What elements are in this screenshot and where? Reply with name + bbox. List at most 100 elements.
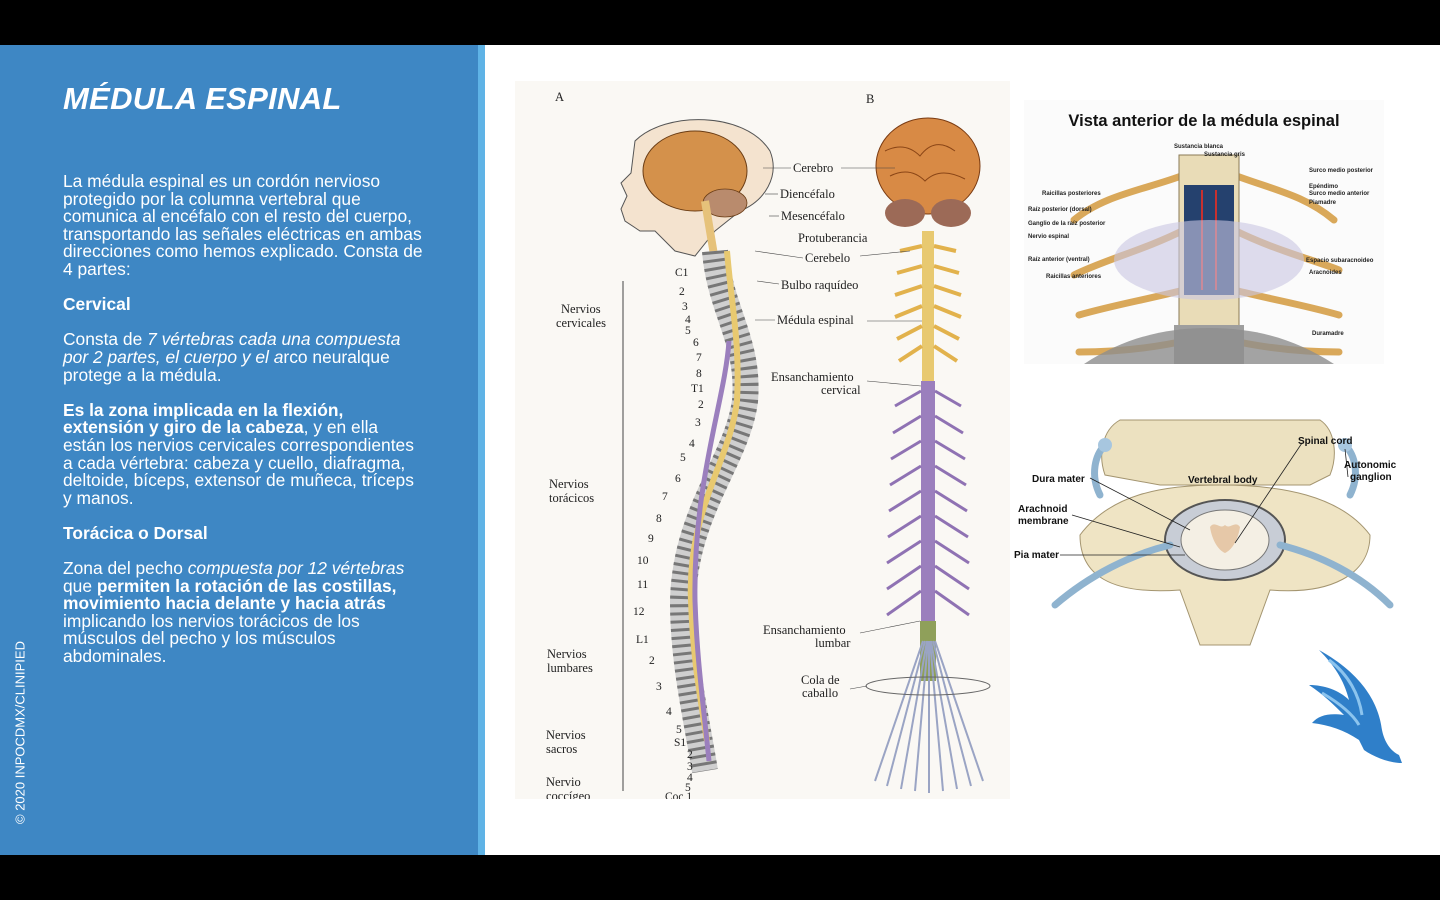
svg-text:Spinal cord: Spinal cord (1298, 436, 1352, 447)
svg-text:torácicos: torácicos (549, 491, 594, 505)
svg-text:11: 11 (637, 579, 648, 591)
svg-text:5: 5 (685, 325, 691, 337)
svg-text:Pia mater: Pia mater (1014, 550, 1059, 561)
region-labels: Nervios cervicales Nervios torácicos Ner… (546, 302, 606, 803)
svg-text:Protuberancia: Protuberancia (798, 231, 868, 245)
svg-text:3: 3 (695, 417, 701, 429)
svg-text:Nervio espinal: Nervio espinal (1028, 234, 1069, 240)
brain-b (875, 117, 981, 227)
slide-body: La médula espinal es un cordón nervioso … (63, 171, 425, 683)
svg-text:2: 2 (687, 749, 693, 761)
svg-text:5: 5 (680, 452, 686, 464)
svg-text:Piamadre: Piamadre (1309, 200, 1337, 206)
svg-text:3: 3 (656, 681, 662, 693)
cervical-paragraph-1: Consta de 7 vértebras cada una compuesta… (63, 329, 401, 385)
anterior-labels: Sustancia blanca Sustancia gris Surco me… (1028, 144, 1374, 337)
svg-text:6: 6 (693, 337, 699, 349)
intro-paragraph: La médula espinal es un cordón nervioso … (63, 171, 423, 279)
svg-text:Coc 1: Coc 1 (665, 791, 692, 799)
svg-text:4: 4 (666, 706, 672, 718)
svg-text:Ensanchamiento: Ensanchamiento (763, 623, 846, 637)
svg-text:8: 8 (696, 368, 702, 380)
svg-text:Arachnoid: Arachnoid (1018, 504, 1067, 515)
svg-text:Raíz posterior (dorsal): Raíz posterior (dorsal) (1028, 207, 1092, 213)
svg-text:Surco medio anterior: Surco medio anterior (1309, 191, 1370, 197)
structure-labels: Cerebro Diencéfalo Mesencéfalo Protubera… (763, 161, 868, 700)
svg-text:6: 6 (675, 473, 681, 485)
copyright-text: © 2020 INPOCDMX/CLINIPIED (12, 641, 28, 824)
svg-text:Mesencéfalo: Mesencéfalo (781, 209, 845, 223)
svg-text:Nervios: Nervios (561, 302, 601, 316)
svg-text:lumbares: lumbares (547, 661, 593, 675)
section-heading-cervical: Cervical (63, 294, 131, 315)
svg-text:7: 7 (662, 491, 668, 503)
nervous-system-illustration: A B (515, 81, 1010, 803)
svg-text:2: 2 (649, 655, 655, 667)
svg-text:Cerebelo: Cerebelo (805, 251, 850, 265)
spinal-column-a (669, 249, 759, 774)
toracica-paragraph: Zona del pecho compuesta por 12 vértebra… (63, 558, 405, 667)
svg-text:lumbar: lumbar (815, 636, 851, 650)
svg-text:cervicales: cervicales (556, 316, 606, 330)
svg-text:Médula espinal: Médula espinal (777, 313, 854, 327)
svg-text:cervical: cervical (821, 383, 861, 397)
svg-text:4: 4 (685, 314, 691, 326)
svg-text:Autonomic: Autonomic (1344, 460, 1397, 471)
svg-text:Cola de: Cola de (801, 673, 840, 687)
svg-text:caballo: caballo (802, 686, 838, 700)
svg-text:3: 3 (682, 301, 688, 313)
svg-text:Nervios: Nervios (546, 728, 586, 742)
svg-text:Surco medio posterior: Surco medio posterior (1309, 168, 1374, 174)
winged-foot-icon (1309, 650, 1402, 763)
svg-text:membrane: membrane (1018, 516, 1069, 527)
vertebra-labels: C1 2 3 4 5 6 7 8 T1 2 3 4 5 6 7 8 9 10 1… (633, 267, 704, 803)
svg-text:7: 7 (696, 352, 702, 364)
panel-b-label: B (866, 92, 874, 106)
svg-text:4: 4 (689, 438, 695, 450)
svg-text:Sustancia gris: Sustancia gris (1204, 152, 1246, 158)
anterior-view-illustration: Vista anterior de la médula espinal Sust… (1024, 100, 1384, 364)
svg-text:12: 12 (633, 606, 645, 618)
svg-text:S1: S1 (674, 737, 686, 749)
svg-text:2: 2 (698, 399, 704, 411)
svg-text:sacros: sacros (546, 742, 577, 756)
cross-section-figure: Spinal cord Autonomic ganglion Dura mate… (1010, 385, 1406, 657)
svg-text:Nervios: Nervios (547, 647, 587, 661)
winged-foot-logo (1304, 645, 1406, 767)
svg-text:Sustancia blanca: Sustancia blanca (1174, 144, 1224, 150)
cervical-paragraph-2: Es la zona implicada en la flexión, exte… (63, 399, 414, 508)
panel-a-label: A (555, 90, 564, 104)
svg-text:C1: C1 (675, 267, 689, 279)
svg-text:ganglion: ganglion (1350, 472, 1392, 483)
nervous-system-figure: A B (515, 81, 1010, 803)
svg-text:4: 4 (687, 772, 693, 784)
svg-text:Raicillas posteriores: Raicillas posteriores (1042, 191, 1101, 197)
svg-text:Dura mater: Dura mater (1032, 474, 1085, 485)
svg-text:Nervio: Nervio (546, 775, 581, 789)
anterior-view-figure: Vista anterior de la médula espinal Sust… (1024, 100, 1384, 364)
accent-strip (478, 45, 485, 855)
section-heading-toracica: Torácica o Dorsal (63, 522, 208, 543)
svg-text:10: 10 (637, 555, 649, 567)
slide-title: MÉDULA ESPINAL (63, 81, 342, 116)
svg-text:Espacio subaracnoideo: Espacio subaracnoideo (1306, 258, 1374, 264)
left-text-panel: MÉDULA ESPINAL La médula espinal es un c… (0, 45, 478, 855)
svg-text:Duramadre: Duramadre (1312, 331, 1344, 337)
svg-text:Aracnoides: Aracnoides (1309, 270, 1342, 276)
spinal-cord-b (865, 231, 991, 793)
svg-text:Vertebral body: Vertebral body (1188, 475, 1258, 486)
slide: MÉDULA ESPINAL La médula espinal es un c… (0, 45, 1440, 855)
svg-text:5: 5 (685, 782, 691, 794)
svg-text:L1: L1 (636, 634, 649, 646)
svg-text:9: 9 (648, 533, 654, 545)
svg-text:Raíz anterior (ventral): Raíz anterior (ventral) (1028, 257, 1090, 263)
svg-text:Diencéfalo: Diencéfalo (780, 187, 835, 201)
svg-text:T1: T1 (691, 383, 704, 395)
svg-text:3: 3 (687, 761, 693, 773)
svg-text:Ganglio de la raíz posterior: Ganglio de la raíz posterior (1028, 221, 1106, 227)
svg-text:coccígeo: coccígeo (546, 789, 590, 799)
svg-text:Cerebro: Cerebro (793, 161, 833, 175)
svg-text:Nervios: Nervios (549, 477, 589, 491)
cross-section-labels: Spinal cord Autonomic ganglion Dura mate… (1014, 436, 1397, 561)
svg-text:Raicillas anteriores: Raicillas anteriores (1046, 274, 1102, 280)
